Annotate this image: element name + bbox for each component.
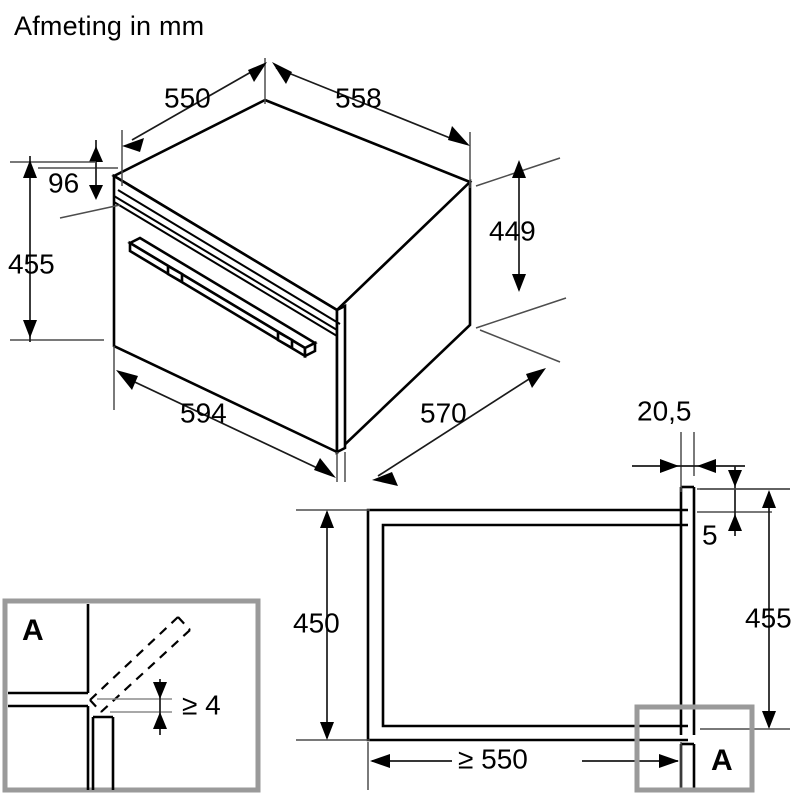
dimension-label-550-top: 550 — [164, 82, 211, 113]
dimension-550-bottom: ≥ 550 — [367, 742, 682, 790]
dimension-label-570: 570 — [420, 397, 467, 428]
dimension-594: 594 — [113, 346, 338, 482]
handle-mount-left — [166, 263, 184, 285]
dimension-label-455-right: 455 — [745, 602, 792, 633]
niche-cross-section-view: 20,5 5 455 450 — [293, 395, 792, 793]
dimension-label-558-top: 558 — [335, 82, 382, 113]
oven-control-panel-line — [113, 195, 338, 331]
oven-door-edge — [335, 303, 347, 455]
dimension-449: 449 — [475, 157, 567, 329]
isometric-oven-view: 550 558 96 455 — [8, 58, 567, 486]
dimension-label-455-left: 455 — [8, 248, 55, 279]
dimension-455-left: 455 — [8, 156, 104, 342]
dimension-label-450: 450 — [293, 607, 340, 638]
dimension-clearance-4: ≥ 4 — [153, 679, 221, 735]
dimension-550-top: 550 — [121, 58, 267, 186]
dimension-96: 96 — [38, 140, 121, 219]
dimension-20-5: 20,5 — [632, 395, 745, 492]
niche-outer-outline — [366, 508, 688, 742]
dimension-label-96: 96 — [48, 167, 79, 198]
oven-control-panel-line-2 — [117, 189, 341, 325]
dimension-558-top: 558 — [272, 62, 471, 188]
detail-inset-label: A — [22, 614, 44, 647]
dimension-label-594: 594 — [180, 397, 227, 428]
callout-a-letter: A — [711, 744, 733, 777]
callout-a-box — [634, 704, 755, 793]
detail-inset-a: A ≥ 4 — [2, 598, 261, 793]
handle-mount-right — [276, 329, 294, 351]
dimension-label-550-bottom: ≥ 550 — [458, 743, 528, 774]
callout-a-region: A — [634, 704, 755, 793]
detail-inset-frame — [2, 598, 261, 793]
dimension-label-449: 449 — [489, 215, 536, 246]
dimension-label-550-bottom-bg — [452, 742, 582, 780]
dimension-label-5: 5 — [702, 519, 718, 550]
dimension-455-right: 455 — [700, 488, 792, 730]
niche-inner-outline — [381, 523, 688, 728]
handle-end-cap — [303, 340, 317, 359]
oven-door-handle — [127, 236, 318, 359]
dimension-label-20-5: 20,5 — [637, 395, 692, 426]
page-title: Afmeting in mm — [14, 11, 204, 41]
dimension-label-clearance-4: ≥ 4 — [182, 689, 221, 720]
oven-door-gap-line — [113, 201, 338, 337]
dimension-450: 450 — [293, 509, 370, 741]
dimension-570: 570 — [344, 329, 561, 486]
